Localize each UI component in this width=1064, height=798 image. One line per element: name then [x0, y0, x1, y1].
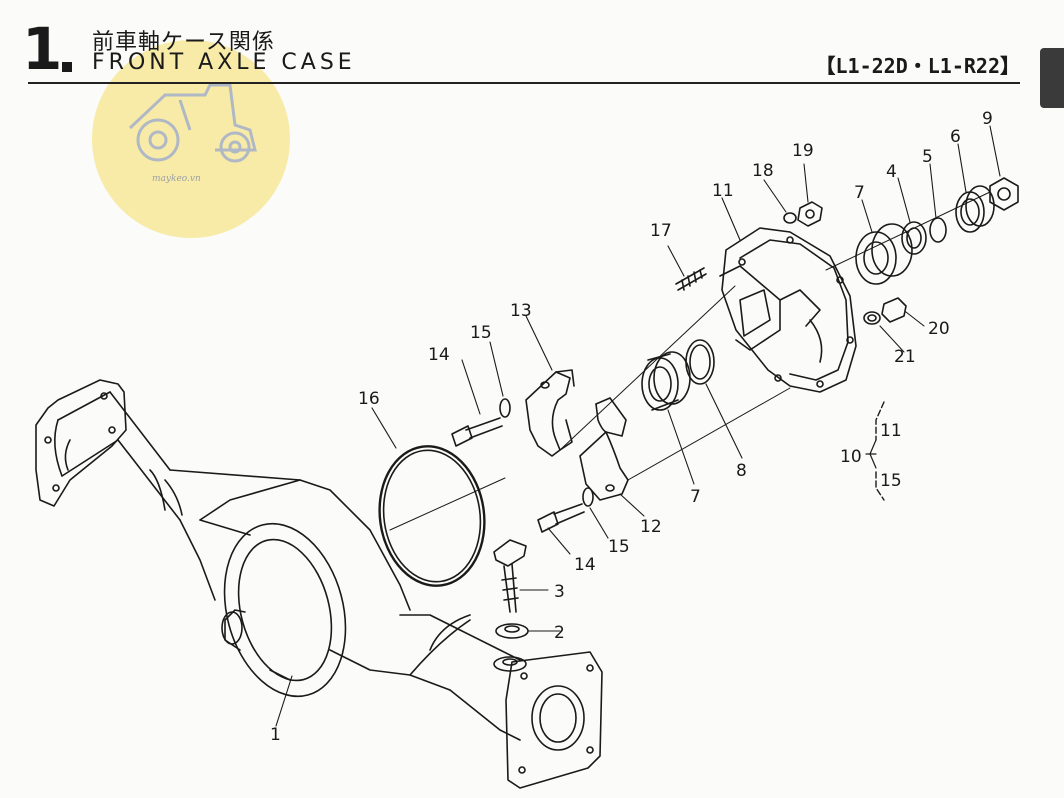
- callout-3: 3: [554, 582, 565, 602]
- callout-21: 21: [894, 347, 916, 367]
- part-washer-21: [863, 311, 881, 325]
- watermark-logo: [92, 40, 290, 238]
- callout-15-range: 15: [880, 471, 902, 491]
- callout-14-upper: 14: [428, 345, 450, 365]
- callout-18: 18: [752, 161, 774, 181]
- header-rule: [28, 82, 1020, 84]
- callout-20: 20: [928, 319, 950, 339]
- part-bearing-7: [641, 351, 691, 411]
- part-axle-case: [35, 379, 603, 789]
- part-stud-17: [675, 267, 707, 291]
- part-hub-case-11: [719, 227, 857, 393]
- callout-6: 6: [950, 127, 961, 147]
- part-plug-3: [493, 539, 527, 613]
- part-clamp-12: [579, 397, 629, 501]
- callout-11: 11: [712, 181, 734, 201]
- part-plug-20: [881, 297, 907, 323]
- part-seal-8: [685, 339, 715, 385]
- part-o-ring-16: [378, 445, 486, 587]
- part-collar-4: [901, 221, 927, 255]
- model-code: 【L1-22D・L1-R22】: [815, 54, 1021, 78]
- callout-17: 17: [650, 221, 672, 241]
- callout-7-upper: 7: [854, 183, 865, 203]
- callout-19: 19: [792, 141, 814, 161]
- callout-12: 12: [640, 517, 662, 537]
- callout-14-lower: 14: [574, 555, 596, 575]
- callout-4: 4: [886, 162, 897, 182]
- page-header: 1 前車軸ケース関係 FRONT AXLE CASE 【L1-22D・L1-R2…: [0, 0, 1064, 90]
- callout-15-lower: 15: [608, 537, 630, 557]
- title-japanese: 前車軸ケース関係: [92, 30, 275, 55]
- callout-5: 5: [922, 147, 933, 167]
- callout-15-upper: 15: [470, 323, 492, 343]
- callout-10: 10: [840, 447, 862, 467]
- section-number: 1: [22, 15, 62, 83]
- section-dot: [62, 62, 72, 72]
- part-washer-15: [499, 398, 594, 507]
- callout-1: 1: [270, 725, 281, 745]
- page-edge-tab: [1040, 48, 1064, 108]
- part-bearing-7-upper: [855, 223, 913, 285]
- callout-11-range: 11: [880, 421, 902, 441]
- part-oil-seal-6: [955, 185, 995, 233]
- title-english: FRONT AXLE CASE: [92, 50, 356, 75]
- part-bolt-14: [451, 417, 585, 533]
- watermark-text: maykeo.vn: [152, 174, 201, 184]
- callout-16: 16: [358, 389, 380, 409]
- part-nut-19: [797, 201, 823, 227]
- callout-2: 2: [554, 623, 565, 643]
- callout-8: 8: [736, 461, 747, 481]
- callout-13: 13: [510, 301, 532, 321]
- callout-7-lower: 7: [690, 487, 701, 507]
- part-snap-ring-5: [929, 217, 947, 243]
- callout-9: 9: [982, 109, 993, 129]
- part-washer-18: [783, 212, 797, 224]
- part-clamp-13: [525, 369, 575, 457]
- part-nut-9: [989, 177, 1019, 211]
